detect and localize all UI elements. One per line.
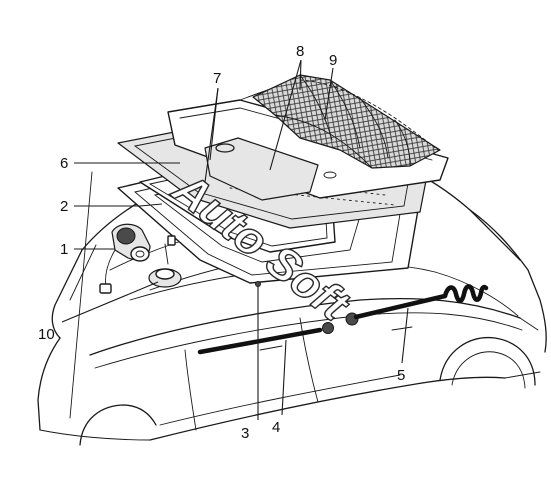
- part-5-drain-tube: [345, 284, 489, 326]
- leader-lines: [61, 59, 409, 420]
- callout-8: 8: [296, 43, 304, 60]
- part-1-motor: [99, 223, 151, 294]
- part-4-lower-seal: [197, 322, 334, 355]
- callout-10: 10: [38, 326, 55, 343]
- callout-9: 9: [329, 52, 337, 69]
- part-7-headliner-panel: [167, 88, 449, 201]
- part-10-drive-cable-guide: [148, 235, 182, 288]
- callout-6: 6: [60, 155, 68, 172]
- callout-2: 2: [60, 198, 68, 215]
- callout-3: 3: [241, 425, 249, 442]
- part-8-9-sunshade: [252, 74, 441, 169]
- callout-7: 7: [213, 70, 221, 87]
- callout-5: 5: [397, 367, 405, 384]
- callout-numbers: 1 2 3 4 5 6 7 8 9 10: [38, 43, 405, 442]
- callout-1: 1: [60, 241, 68, 258]
- callout-4: 4: [272, 419, 280, 436]
